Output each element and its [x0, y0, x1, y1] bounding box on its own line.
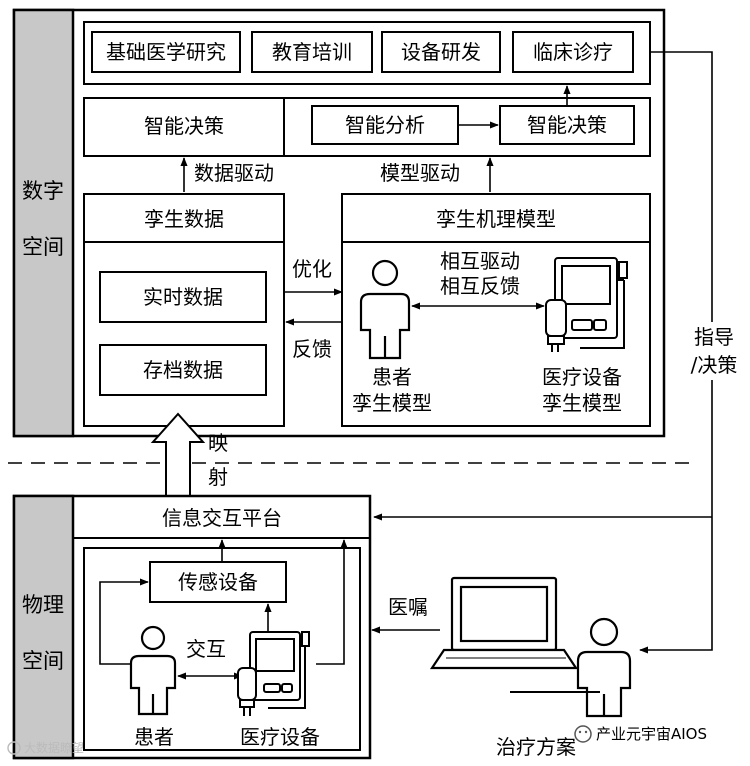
- interact-label: 交互: [186, 637, 226, 661]
- digital-space-label-line2: 空间: [22, 235, 64, 259]
- doctor-icon: [576, 617, 632, 718]
- twin-data-box: 孪生数据 实时数据 存档数据: [83, 193, 285, 427]
- sensor-box: [149, 561, 287, 603]
- physical-space-sidebar: [12, 494, 75, 760]
- patient-icon: [129, 625, 177, 716]
- sensor-label: 传感设备: [178, 570, 258, 594]
- mutual-feedback-label: 相互反馈: [440, 274, 520, 298]
- decision-left-label: 智能决策: [144, 114, 224, 138]
- physical-space: 物理 空间 信息交互平台 传感设备 患者 交互: [12, 494, 372, 760]
- model-drive-label: 模型驱动: [380, 161, 460, 185]
- intelligent-analysis-box: 智能分析: [311, 105, 459, 145]
- realtime-data-box: [99, 271, 267, 323]
- patient-label: 患者: [134, 725, 174, 749]
- guidance-label-line2: /决策: [691, 353, 738, 377]
- patient-twin-label-line1: 患者: [372, 365, 412, 389]
- svg-text:产业元宇宙AIOS: 产业元宇宙AIOS: [596, 725, 707, 743]
- digital-space: 数字 空间 基础医学研究 教育培训 设备研发 临床诊疗 智能决策 智能分析: [12, 8, 666, 438]
- medical-device-twin-icon: [545, 257, 628, 352]
- intelligent-decision-box: 智能决策: [499, 105, 635, 145]
- laptop-icon: [429, 576, 579, 670]
- medical-device-icon: [237, 631, 310, 716]
- arrow-patient-to-sensor: [99, 578, 149, 665]
- watermark-logo-icon: [7, 741, 21, 755]
- patient-twin-icon: [359, 259, 411, 360]
- svg-text:临床诊疗: 临床诊疗: [533, 40, 613, 64]
- application-clinical: 临床诊疗: [512, 31, 634, 73]
- twin-model-title: 孪生机理模型: [436, 207, 556, 231]
- guidance-label-line1: 指导: [694, 325, 734, 349]
- digital-space-sidebar: [12, 8, 75, 438]
- applications-container: [83, 21, 651, 85]
- patient-twin-label-line2: 孪生模型: [352, 391, 432, 415]
- device-twin-label-line2: 孪生模型: [542, 391, 622, 415]
- archive-data-label: 存档数据: [143, 358, 223, 382]
- application-device-rd: 设备研发: [381, 31, 501, 73]
- device-twin-label-line1: 医疗设备: [542, 365, 622, 389]
- info-platform-box: [72, 495, 371, 539]
- digital-space-label-line1: 数字: [22, 179, 64, 203]
- data-drive-label: 数据驱动: [194, 161, 274, 185]
- medical-order-label: 医嘱: [388, 595, 428, 619]
- svg-text:教育培训: 教育培训: [272, 40, 352, 64]
- mutual-drive-label: 相互驱动: [440, 249, 520, 273]
- feedback-label: 反馈: [292, 337, 332, 361]
- svg-text:设备研发: 设备研发: [401, 40, 481, 64]
- treatment-plan-label: 治疗方案: [496, 735, 576, 759]
- svg-text:大数据瞭望: 大数据瞭望: [24, 740, 84, 755]
- device-label: 医疗设备: [240, 725, 320, 749]
- svg-text:智能分析: 智能分析: [345, 113, 425, 137]
- physical-space-label-line2: 空间: [22, 649, 64, 673]
- realtime-data-label: 实时数据: [143, 285, 223, 309]
- mapping-label-line2: 射: [208, 465, 228, 489]
- optimize-label: 优化: [292, 257, 332, 281]
- application-basic-research: 基础医学研究: [91, 31, 241, 73]
- twin-model-box: 孪生机理模型 相互驱动 相互反馈 患者 孪生模型: [341, 193, 651, 427]
- wechat-icon: [574, 725, 592, 743]
- physical-space-label-line1: 物理: [22, 593, 64, 617]
- mapping-label-line1: 映: [208, 431, 228, 455]
- archive-data-box: [99, 344, 267, 396]
- mapping-arrow: 映 射: [150, 412, 228, 496]
- watermark-left: 大数据瞭望: [7, 740, 84, 755]
- arrow-device-to-platform: [316, 539, 348, 665]
- svg-text:智能决策: 智能决策: [527, 113, 607, 137]
- application-education: 教育培训: [251, 31, 373, 73]
- twin-data-title: 孪生数据: [144, 207, 224, 231]
- decision-container: [83, 97, 651, 157]
- svg-text:基础医学研究: 基础医学研究: [106, 40, 226, 64]
- info-platform-label: 信息交互平台: [162, 506, 282, 530]
- watermark-right: 产业元宇宙AIOS: [574, 725, 707, 743]
